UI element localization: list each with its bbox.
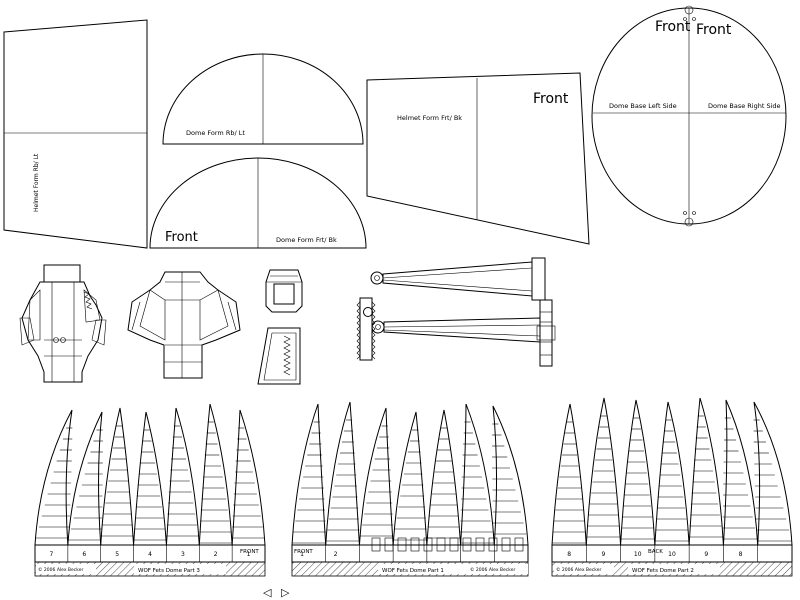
strip-title: WOF Fets Dome Part 3	[138, 568, 200, 574]
gore-petal	[551, 403, 587, 546]
gore-petal	[392, 411, 428, 546]
strip-number: 8	[567, 551, 571, 558]
gore-petal	[654, 401, 690, 546]
strip-copyright: © 2006 Alex Becker	[38, 566, 83, 573]
gore-petal	[620, 399, 656, 546]
strip-number: 5	[115, 551, 119, 558]
gore-petal	[165, 407, 200, 546]
gore-petal	[133, 411, 167, 546]
strip-number: 2	[334, 551, 338, 558]
dome-form-front-piece: Front Dome Form Frt/ Bk	[149, 157, 367, 249]
gore-petal	[291, 403, 327, 546]
gore-petal	[460, 403, 495, 546]
gore-petal	[722, 399, 759, 546]
strip-number: 1	[247, 551, 251, 558]
helmet-form-front-label: Helmet Form Frt/ Bk	[397, 114, 462, 122]
dome-base-piece: Front Front Dome Base Left Side Dome Bas…	[591, 5, 787, 227]
body-part-center	[127, 271, 241, 379]
strip-copyright: © 2006 Alex Becker	[556, 566, 601, 573]
upper-rod-part	[370, 257, 546, 301]
gore-petal	[585, 397, 622, 546]
strip-number: 7	[50, 551, 54, 558]
gore-petal	[325, 401, 360, 546]
helmet-form-front-marker: Front	[533, 91, 569, 107]
strip-number: 1	[300, 551, 304, 558]
strip-number: 8	[739, 551, 743, 558]
helmet-form-side-piece: Helmet Form Rb/ Lt	[3, 19, 148, 249]
gore-petal	[426, 409, 462, 546]
strip-title: WOF Fets Dome Part 1	[382, 568, 444, 574]
strip-number: 4	[148, 551, 152, 558]
strip-title: WOF Fets Dome Part 2	[632, 568, 694, 574]
strip-side-label: FRONT	[240, 549, 259, 555]
small-box-part	[265, 269, 303, 313]
gore-petal	[688, 397, 724, 546]
dome-base-right-label: Dome Base Right Side	[708, 102, 781, 110]
dome-form-side-label: Dome Form Rb/ Lt	[186, 129, 245, 137]
strip-number-band	[291, 544, 529, 563]
strip-copyright: © 2006 Alex Becker	[470, 566, 515, 573]
body-part-left	[19, 264, 107, 383]
next-page-button[interactable]: ▷	[281, 586, 290, 599]
strip-number: 2	[214, 551, 218, 558]
strip-side-label: BACK	[648, 549, 663, 555]
dome-base-front-right-marker: Front	[696, 22, 732, 38]
strip-side-label: FRONT	[294, 549, 313, 555]
dome-base-left-label: Dome Base Left Side	[609, 102, 677, 110]
gore-petal	[67, 411, 103, 546]
lower-rod-part	[356, 297, 556, 367]
previous-page-button[interactable]: ◁	[263, 586, 272, 599]
helmet-form-front-piece: Helmet Form Frt/ Bk Front	[366, 72, 590, 245]
strip-number: 9	[704, 551, 708, 558]
strip-number: 10	[668, 551, 676, 558]
dome-form-side-piece: Dome Form Rb/ Lt	[162, 53, 364, 145]
gore-petal	[198, 403, 233, 546]
strip-number: 6	[82, 551, 86, 558]
dome-form-front-label: Dome Form Frt/ Bk	[276, 236, 337, 244]
toothed-plate-part	[257, 327, 301, 385]
gore-petal	[358, 407, 394, 546]
strip-number: 10	[634, 551, 642, 558]
dome-base-front-left-marker: Front	[655, 19, 691, 35]
gore-petal	[231, 409, 266, 546]
gore-petal	[492, 405, 529, 546]
dome-form-front-marker: Front	[165, 230, 198, 245]
helmet-form-side-label: Helmet Form Rb/ Lt	[33, 153, 40, 212]
strip-number: 3	[181, 551, 185, 558]
gore-petal	[100, 407, 135, 546]
gore-petal	[753, 401, 793, 546]
gore-petal	[34, 409, 73, 546]
strip-number: 9	[602, 551, 606, 558]
